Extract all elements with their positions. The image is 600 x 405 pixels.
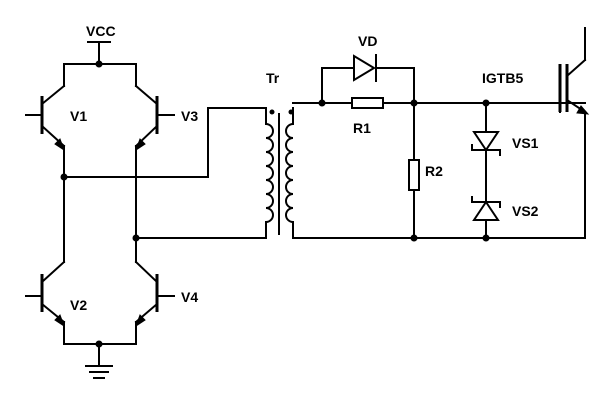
transistor-v4 xyxy=(134,260,175,345)
resistor-r2 xyxy=(408,102,420,239)
resistor-r1 xyxy=(351,97,384,109)
r1-label: R1 xyxy=(353,120,371,136)
zener-vs1 xyxy=(471,102,501,203)
igbt-label: IGTB5 xyxy=(482,70,523,86)
v4-label: V4 xyxy=(181,289,198,305)
secondary-wiring xyxy=(292,99,586,242)
transistor-v1 xyxy=(25,63,66,239)
ground-symbol xyxy=(63,340,137,379)
vs2-label: VS2 xyxy=(512,203,539,219)
vs1-label: VS1 xyxy=(512,135,539,151)
vcc-terminal xyxy=(63,41,137,68)
transistor-v3 xyxy=(134,63,175,263)
transistor-v2 xyxy=(25,237,66,345)
bridge-wiring xyxy=(60,107,267,242)
v1-label: V1 xyxy=(70,108,87,124)
zener-vs2 xyxy=(471,196,501,239)
vd-label: VD xyxy=(358,33,377,49)
v2-label: V2 xyxy=(70,297,87,313)
transformer-tr xyxy=(264,107,295,239)
v3-label: V3 xyxy=(181,108,198,124)
r2-label: R2 xyxy=(425,163,443,179)
igbt-transistor xyxy=(558,27,590,115)
vcc-label: VCC xyxy=(86,23,116,39)
diode-vd xyxy=(321,54,415,104)
tr-label: Tr xyxy=(266,70,280,86)
